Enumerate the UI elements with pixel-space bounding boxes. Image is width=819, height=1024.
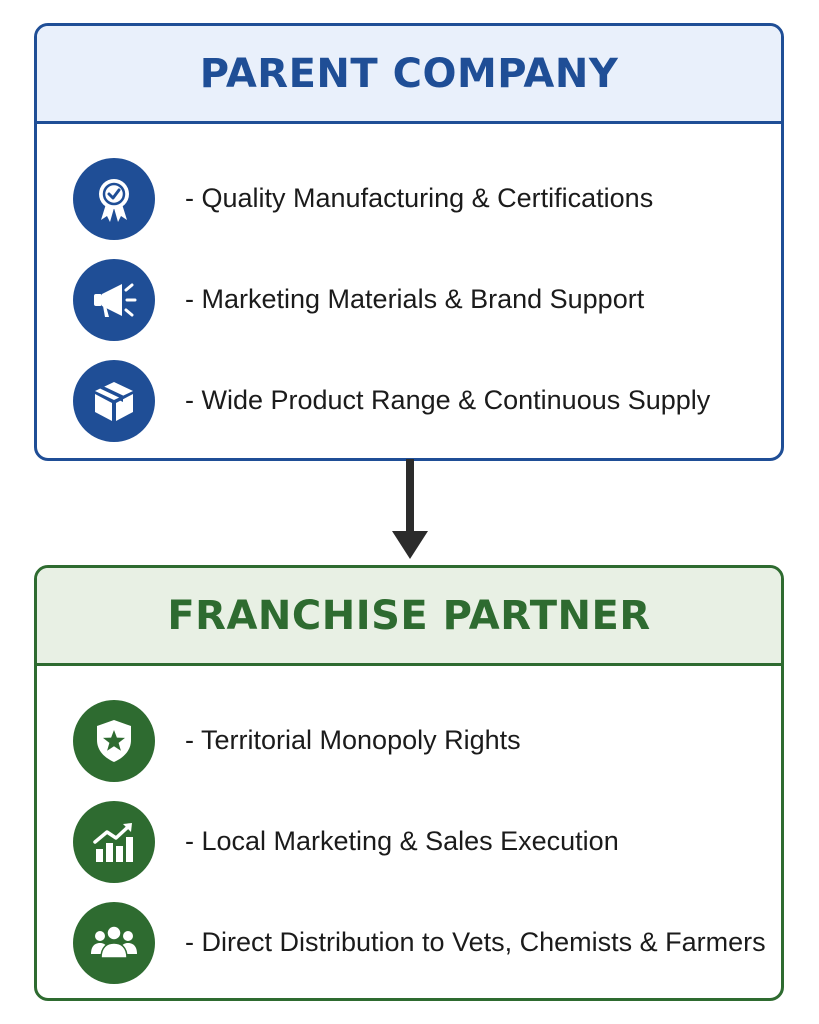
parent-company-panel: PARENT COMPANY - Quality Manufacturing &… — [34, 23, 784, 461]
parent-company-title: PARENT COMPANY — [199, 50, 619, 97]
franchise-item-territory: - Territorial Monopoly Rights — [37, 690, 781, 791]
parent-item-text: - Marketing Materials & Brand Support — [185, 284, 645, 314]
franchise-partner-items: - Territorial Monopoly Rights - Local Ma… — [37, 666, 781, 993]
package-box-icon — [73, 359, 155, 442]
franchise-partner-title: FRANCHISE PARTNER — [167, 592, 651, 639]
parent-item-text: - Quality Manufacturing & Certifications — [185, 183, 654, 213]
megaphone-icon — [73, 258, 155, 341]
franchise-item-sales: - Local Marketing & Sales Execution — [37, 791, 781, 892]
shield-star-icon — [73, 699, 155, 782]
down-arrow-icon — [392, 459, 428, 559]
franchise-partner-header: FRANCHISE PARTNER — [37, 568, 781, 666]
parent-item-products: - Wide Product Range & Continuous Supply — [37, 350, 781, 451]
certification-ribbon-icon — [73, 157, 155, 240]
franchise-item-text: - Direct Distribution to Vets, Chemists … — [185, 927, 766, 957]
growth-chart-icon — [73, 800, 155, 883]
parent-item-text: - Wide Product Range & Continuous Supply — [185, 385, 711, 415]
parent-company-items: - Quality Manufacturing & Certifications… — [37, 124, 781, 451]
franchise-partner-panel: FRANCHISE PARTNER - Territorial Monopoly… — [34, 565, 784, 1001]
parent-item-marketing: - Marketing Materials & Brand Support — [37, 249, 781, 350]
franchise-item-text: - Territorial Monopoly Rights — [185, 725, 521, 755]
parent-item-quality: - Quality Manufacturing & Certifications — [37, 148, 781, 249]
parent-company-header: PARENT COMPANY — [37, 26, 781, 124]
franchise-item-distribution: - Direct Distribution to Vets, Chemists … — [37, 892, 781, 993]
franchise-item-text: - Local Marketing & Sales Execution — [185, 826, 619, 856]
people-group-icon — [73, 901, 155, 984]
